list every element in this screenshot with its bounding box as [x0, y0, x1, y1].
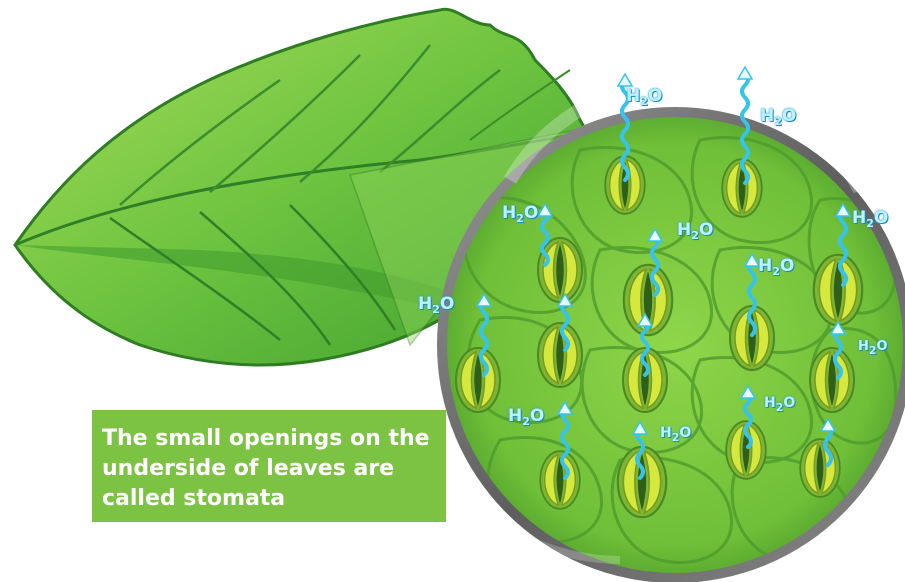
h2o-label: H2O [508, 408, 544, 425]
h2o-label: H2O [758, 258, 794, 275]
stoma-icon [623, 348, 667, 412]
h2o-label: H2O [418, 296, 454, 313]
caption-box: The small openings on the underside of l… [92, 410, 446, 522]
caption-text: The small openings on the underside of l… [102, 424, 434, 514]
stoma-icon [538, 238, 582, 302]
stoma-icon [618, 447, 666, 517]
h2o-label: H2O [660, 426, 691, 440]
h2o-label: H2O [760, 108, 796, 125]
h2o-label: H2O [502, 205, 538, 222]
h2o-label: H2O [852, 210, 888, 227]
stoma-icon [730, 306, 774, 370]
h2o-label: H2O [626, 88, 662, 105]
h2o-label: H2O [858, 340, 888, 353]
stoma-icon [540, 451, 580, 509]
stoma-icon [800, 439, 840, 497]
h2o-label: H2O [764, 396, 795, 410]
stoma-icon [538, 323, 582, 387]
h2o-label: H2O [677, 222, 713, 239]
stoma-icon [456, 348, 500, 412]
stoma-icon [810, 348, 854, 412]
